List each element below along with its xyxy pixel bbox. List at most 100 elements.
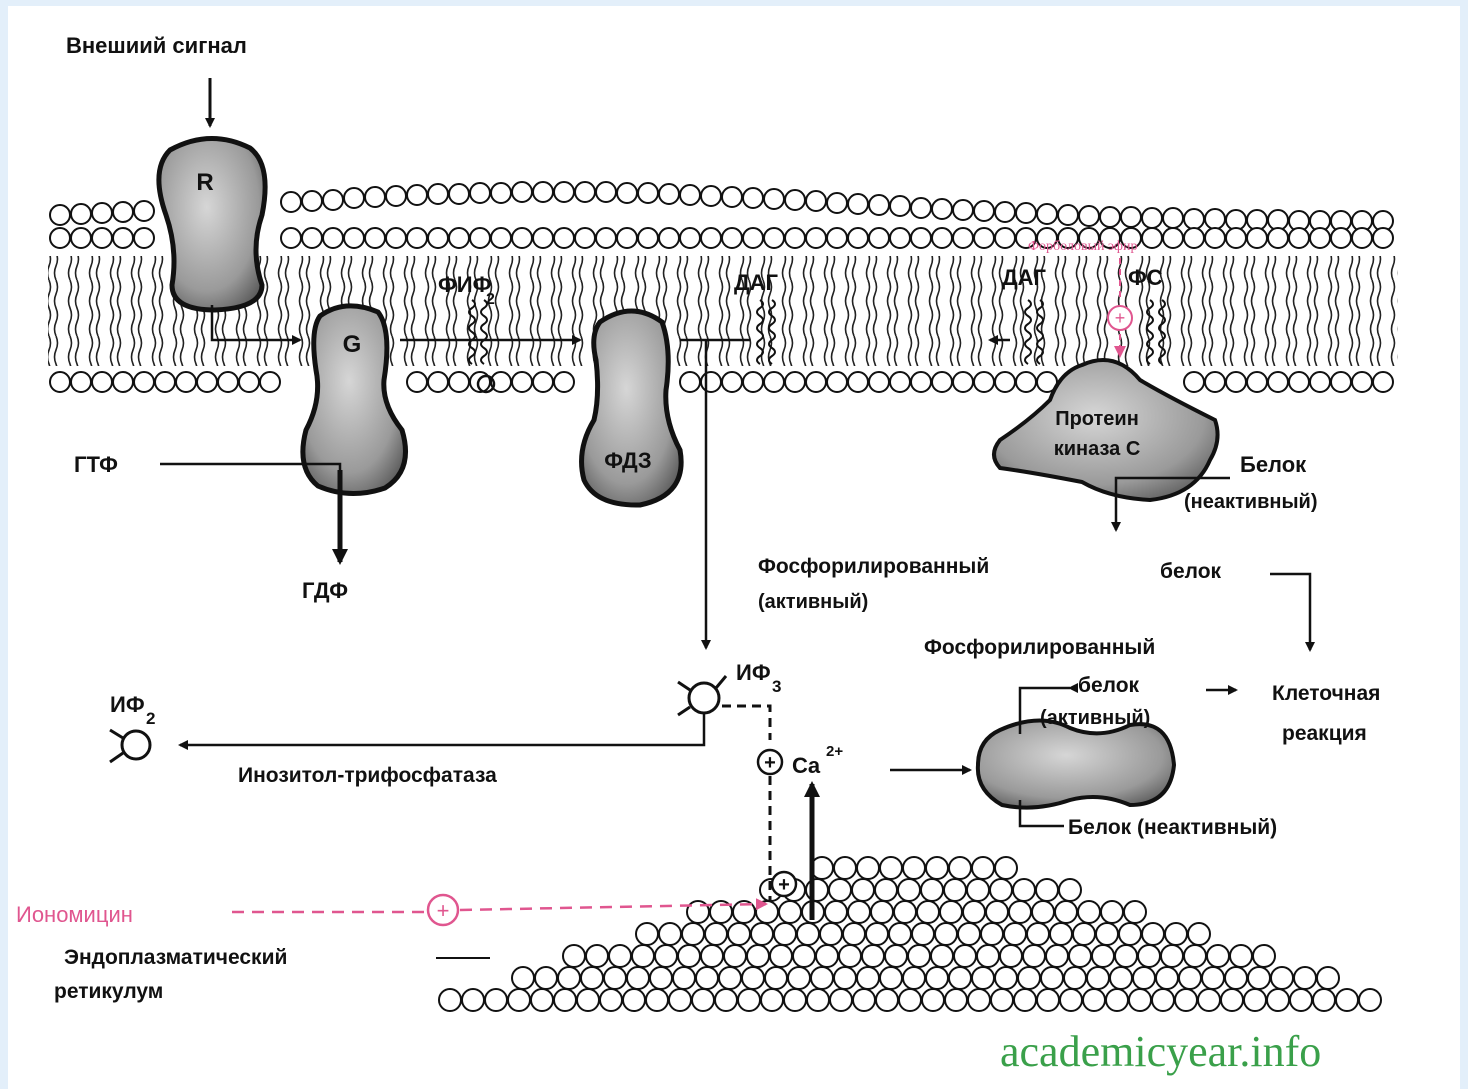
er-sphere <box>682 923 704 945</box>
er-sphere <box>705 923 727 945</box>
er-sphere <box>1041 967 1063 989</box>
membrane-head <box>596 182 616 202</box>
membrane-head <box>827 193 847 213</box>
membrane-head <box>701 186 721 206</box>
membrane-head <box>554 372 574 392</box>
er-sphere <box>747 945 769 967</box>
membrane-head <box>1310 228 1330 248</box>
er-sphere <box>830 989 852 1011</box>
er-sphere <box>967 879 989 901</box>
membrane-head <box>974 228 994 248</box>
er-label-2: ретикулум <box>54 980 163 1003</box>
er-sphere <box>535 967 557 989</box>
membrane-head <box>197 372 217 392</box>
er-sphere <box>899 989 921 1011</box>
er-plus-sign: + <box>778 874 790 896</box>
ip2-label: ИФ <box>110 692 145 717</box>
membrane-head <box>1226 372 1246 392</box>
membrane-head <box>638 228 658 248</box>
pip2-subscript: 2 <box>486 291 495 308</box>
membrane-head <box>785 372 805 392</box>
er-sphere <box>954 945 976 967</box>
membrane-head <box>50 205 70 225</box>
er-sphere <box>1313 989 1335 1011</box>
phospho-protein-word: белок <box>1160 560 1222 583</box>
er-sphere <box>1050 923 1072 945</box>
ca-label: Ca <box>792 753 821 778</box>
er-sphere <box>843 923 865 945</box>
membrane-head <box>323 190 343 210</box>
er-sphere <box>1129 989 1151 1011</box>
membrane-head <box>764 189 784 209</box>
membrane-head <box>932 228 952 248</box>
er-sphere <box>1290 989 1312 1011</box>
membrane-head <box>680 228 700 248</box>
membrane-head <box>428 372 448 392</box>
er-sphere <box>632 945 654 967</box>
er-sphere <box>903 967 925 989</box>
er-sphere <box>485 989 507 1011</box>
membrane-head <box>1310 372 1330 392</box>
er-sphere <box>577 989 599 1011</box>
er-sphere <box>807 989 829 1011</box>
membrane-head <box>806 228 826 248</box>
phorbol-ester-label: Форболовый эфир <box>1028 239 1137 254</box>
membrane-head <box>407 228 427 248</box>
er-sphere <box>1101 901 1123 923</box>
er-sphere <box>1096 923 1118 945</box>
membrane-head <box>428 184 448 204</box>
membrane-head <box>701 372 721 392</box>
ps-label: ФС <box>1128 265 1163 290</box>
membrane-head <box>386 228 406 248</box>
er-sphere <box>977 945 999 967</box>
membrane-head <box>743 188 763 208</box>
er-sphere <box>600 989 622 1011</box>
er-sphere <box>508 989 530 1011</box>
er-sphere <box>604 967 626 989</box>
membrane-head <box>449 372 469 392</box>
er-sphere <box>1106 989 1128 1011</box>
membrane-head <box>92 228 112 248</box>
er-sphere <box>986 901 1008 923</box>
membrane-head <box>428 228 448 248</box>
membrane-head <box>1247 228 1267 248</box>
er-sphere <box>1230 945 1252 967</box>
cell-reaction-1: Клеточная <box>1272 682 1380 705</box>
er-sphere <box>940 901 962 923</box>
er-label-1: Эндоплазматический <box>64 946 287 969</box>
dag-label-right: ДАГ <box>1002 265 1047 290</box>
dag-label-left: ДАГ <box>734 270 779 295</box>
er-sphere <box>972 857 994 879</box>
er-sphere <box>1078 901 1100 923</box>
er-sphere <box>558 967 580 989</box>
pkc-label-2: киназа С <box>1054 438 1141 460</box>
membrane-head <box>974 372 994 392</box>
membrane-head <box>827 228 847 248</box>
er-sphere <box>894 901 916 923</box>
watermark: academicyear.info <box>1000 1027 1321 1076</box>
membrane-head <box>995 228 1015 248</box>
membrane-head <box>722 372 742 392</box>
g-protein-label: G <box>343 331 362 358</box>
membrane-head <box>743 228 763 248</box>
membrane-head <box>785 190 805 210</box>
membrane-head <box>1373 228 1393 248</box>
er-sphere <box>738 989 760 1011</box>
er-sphere <box>784 989 806 1011</box>
membrane-head <box>1205 372 1225 392</box>
er-sphere <box>1036 879 1058 901</box>
er-sphere <box>609 945 631 967</box>
er-sphere <box>880 857 902 879</box>
membrane-head <box>848 228 868 248</box>
er-sphere <box>829 879 851 901</box>
er-sphere <box>1087 967 1109 989</box>
membrane-head <box>1352 228 1372 248</box>
membrane-head <box>1016 372 1036 392</box>
membrane-head <box>848 194 868 214</box>
membrane-head <box>1226 228 1246 248</box>
membrane-head <box>554 228 574 248</box>
membrane-head <box>617 183 637 203</box>
membrane-head <box>1037 204 1057 224</box>
membrane-head <box>365 228 385 248</box>
er-sphere <box>995 967 1017 989</box>
